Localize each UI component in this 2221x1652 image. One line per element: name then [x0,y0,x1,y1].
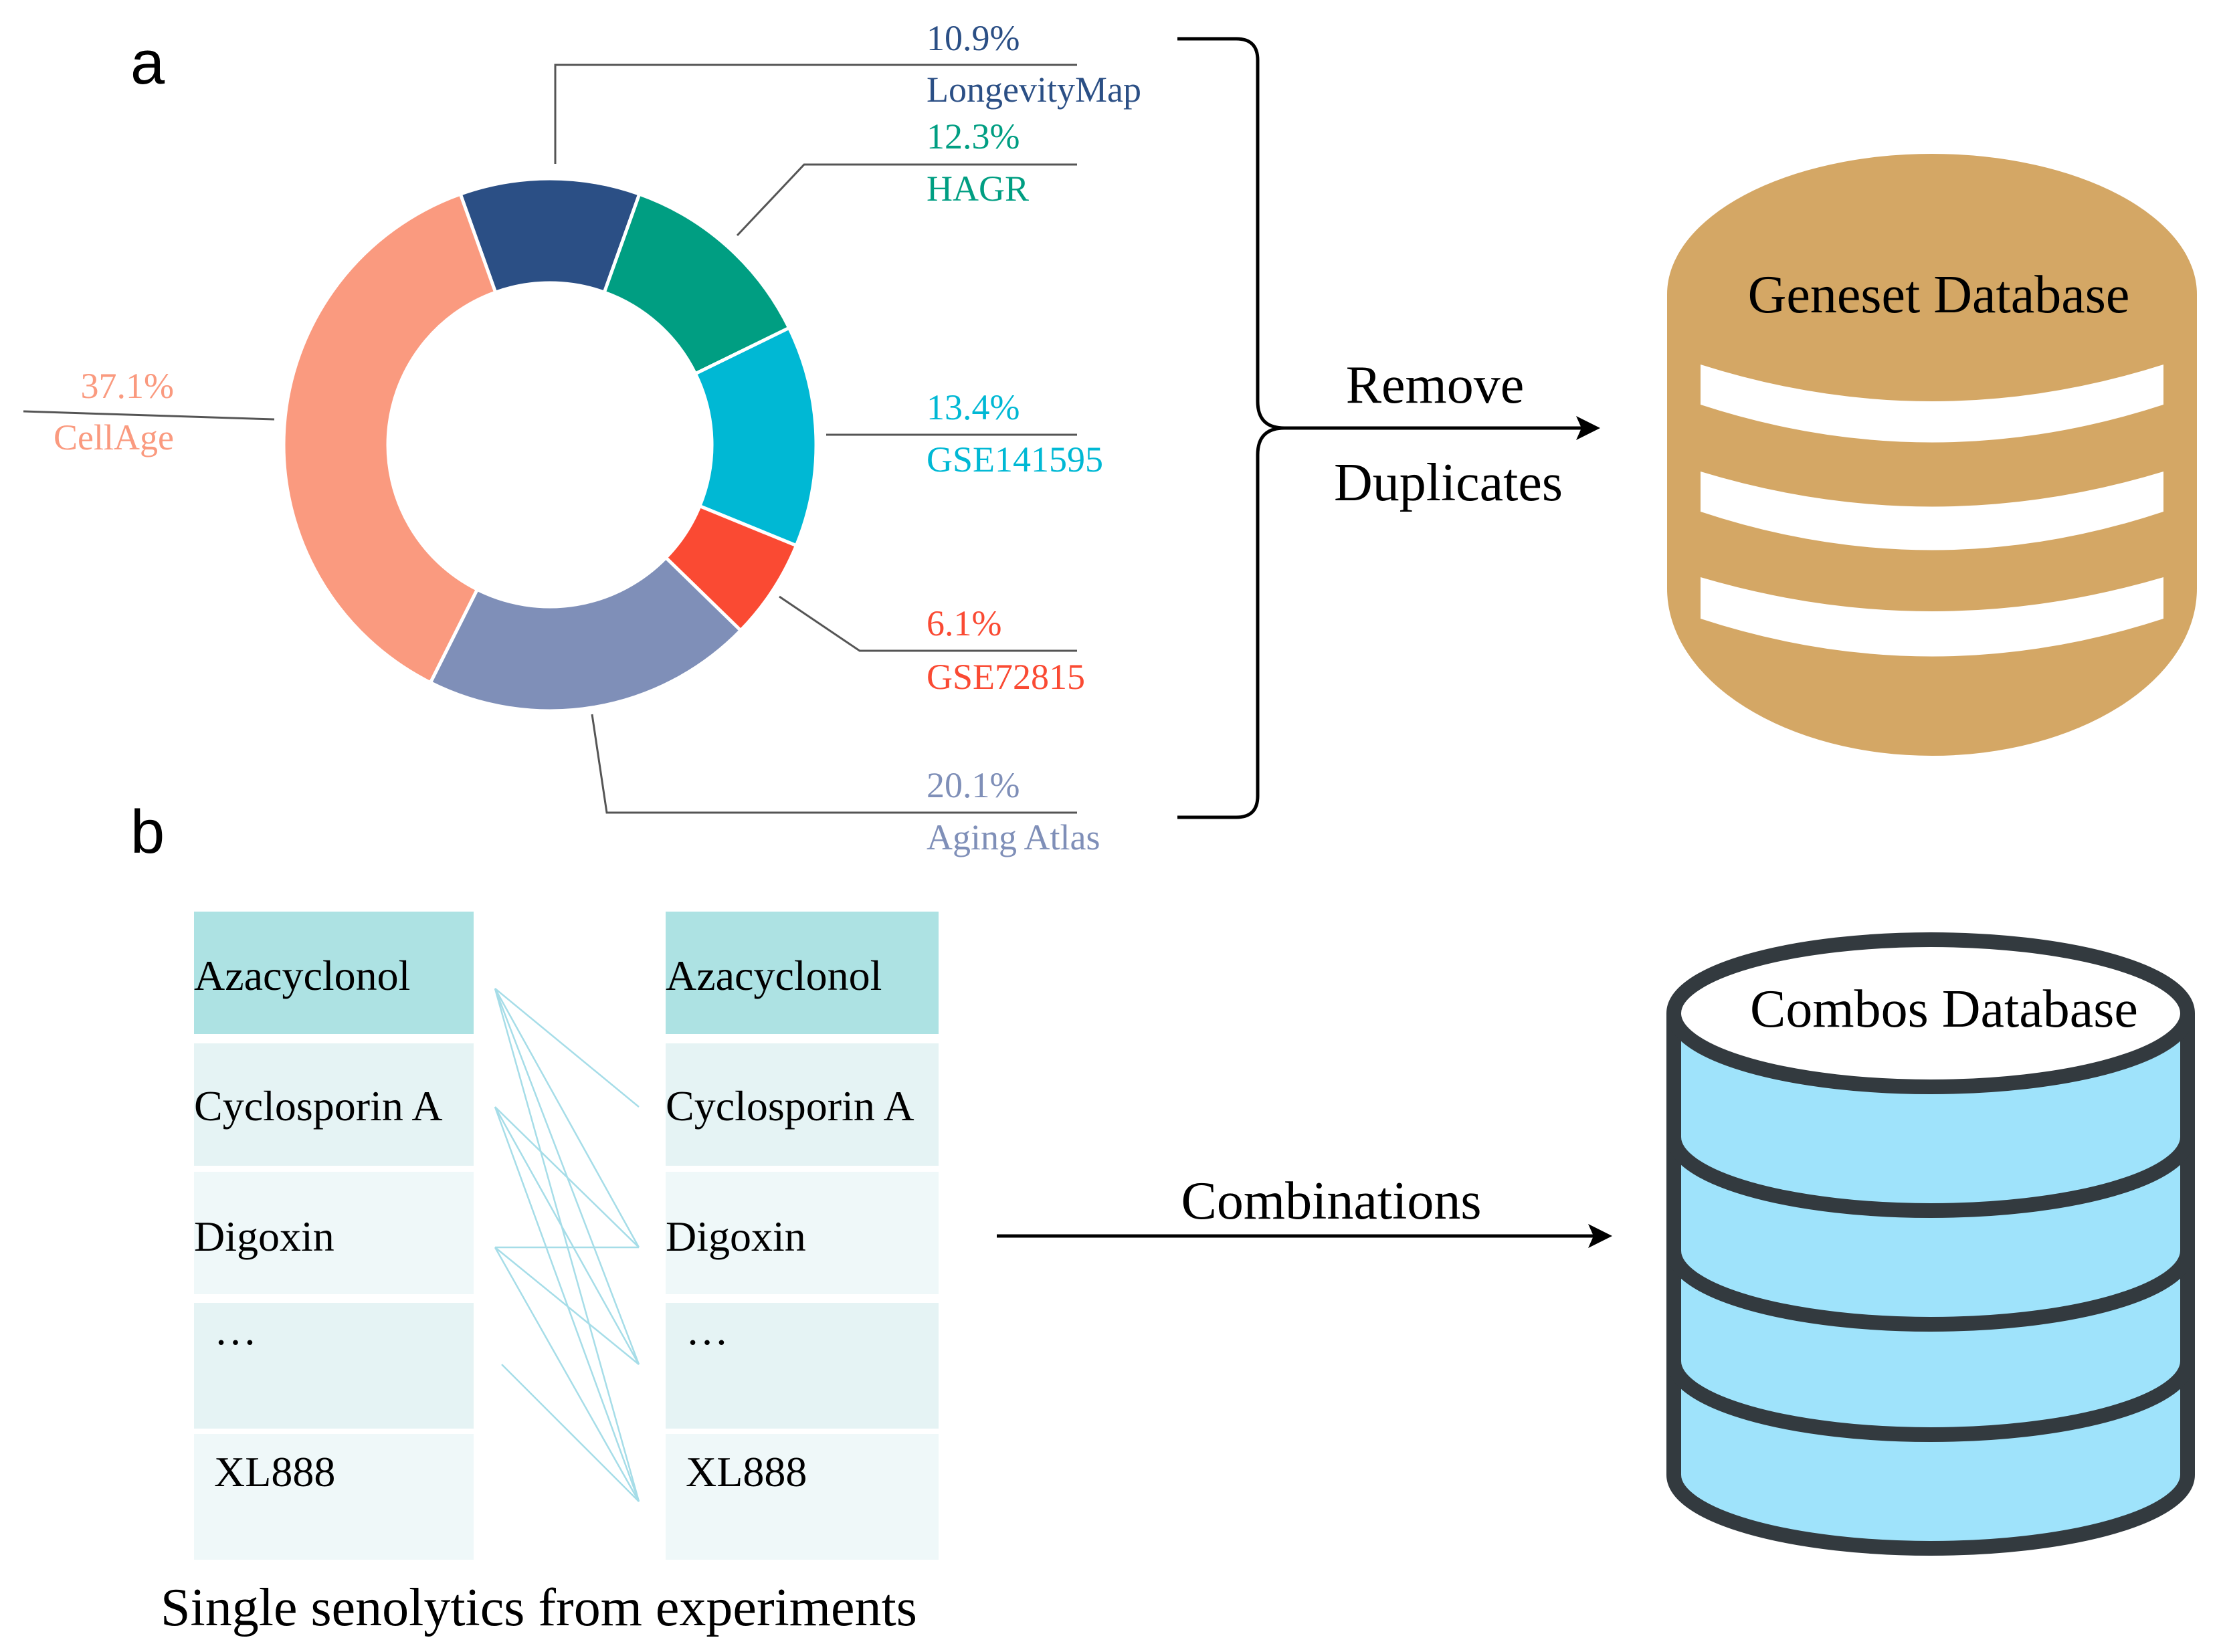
pct-longevitymap: 10.9% [927,18,1020,58]
donut-chart [282,177,818,713]
combos-database-band-3 [1666,1360,2195,1442]
combos-database-label: Combos Database [1750,980,2138,1039]
leader-line-longevitymap [554,64,1077,164]
label-longevitymap: LongevityMap [927,70,1141,110]
arrow-label-duplicates: Duplicates [1334,453,1563,512]
combos-database-top [1666,932,2195,1094]
geneset-database-stripe-3 [1701,577,2163,657]
connector-line [494,1106,640,1365]
leader-line-gse72815 [779,595,1077,652]
connector-line [494,988,640,1108]
left-row-text: … [214,1306,257,1354]
donut-slice-gse141595 [693,325,818,548]
geneset-database-stripe-2 [1701,472,2163,550]
panel-a-label: a [130,29,165,97]
left-drug-list: Azacyclonol Cyclosporin A Digoxin … XL88… [194,912,474,1560]
leader-lines [23,64,1077,814]
left-row-bg [194,1172,474,1294]
combos-database-band-1 [1666,1136,2195,1218]
pie-labels: 10.9% LongevityMap 12.3% HAGR 13.4% GSE1… [54,18,1141,857]
right-row-text: Azacyclonol [666,952,882,999]
label-hagr: HAGR [927,169,1029,209]
leader-line-hagr [736,163,1077,237]
list-caption: Single senolytics from experiments [161,1578,917,1637]
right-row-bg [666,1043,939,1166]
right-row-text: Cyclosporin A [666,1082,914,1130]
right-row-bg [666,912,939,1034]
right-drug-list: Azacyclonol Cyclosporin A Digoxin … XL88… [666,912,939,1560]
connector-line [494,988,640,1502]
pct-hagr: 12.3% [927,116,1020,157]
right-row-bg [666,1303,939,1429]
geneset-database-icon: Geneset Database [1667,154,2197,756]
connector-line [501,1364,640,1502]
connector-line [494,1247,640,1502]
pct-cellage: 37.1% [81,366,174,406]
left-row-bg [194,1303,474,1429]
remove-duplicates-arrowhead [1576,416,1600,440]
left-row-text: Digoxin [194,1213,334,1260]
pairing-connectors [494,988,640,1502]
right-row-text: Digoxin [666,1213,806,1260]
grouping-brace [1177,37,1285,819]
leader-line-aging-atlas [591,714,1077,814]
combos-database-band-2 [1666,1250,2195,1332]
right-row-bg [666,1172,939,1294]
arrow-label-remove: Remove [1346,356,1525,415]
combinations-arrowhead [1588,1224,1612,1248]
label-aging-atlas: Aging Atlas [927,817,1100,857]
panel-b-label: b [130,798,165,866]
left-row-bg [194,912,474,1034]
left-row-text: Cyclosporin A [194,1082,443,1130]
donut-slice-cellage [282,191,498,686]
combos-database-body [1666,1013,2195,1556]
connector-line [494,988,640,1248]
label-cellage: CellAge [54,417,174,457]
pct-gse72815: 6.1% [927,603,1001,643]
pct-aging-atlas: 20.1% [927,765,1020,805]
right-row-text: … [686,1306,729,1354]
donut-slice-aging-atlas [428,555,743,713]
label-gse72815: GSE72815 [927,657,1085,697]
connector-line [494,1106,640,1248]
left-row-text: Azacyclonol [194,952,410,999]
geneset-database-stripe-1 [1701,365,2163,443]
left-row-bg [194,1434,474,1560]
right-row-text: XL888 [686,1448,807,1495]
geneset-database-body [1667,154,2197,756]
label-gse141595: GSE141595 [927,439,1103,480]
geneset-database-label: Geneset Database [1748,266,2130,324]
arrow-label-combinations: Combinations [1181,1172,1482,1231]
right-row-bg [666,1434,939,1560]
connector-line [494,1247,640,1365]
combos-database-icon [1666,932,2195,1556]
left-row-bg [194,1043,474,1166]
left-row-text: XL888 [214,1448,335,1495]
connector-line [494,1106,640,1502]
pct-gse141595: 13.4% [927,387,1020,427]
leader-line-cellage [23,410,275,421]
